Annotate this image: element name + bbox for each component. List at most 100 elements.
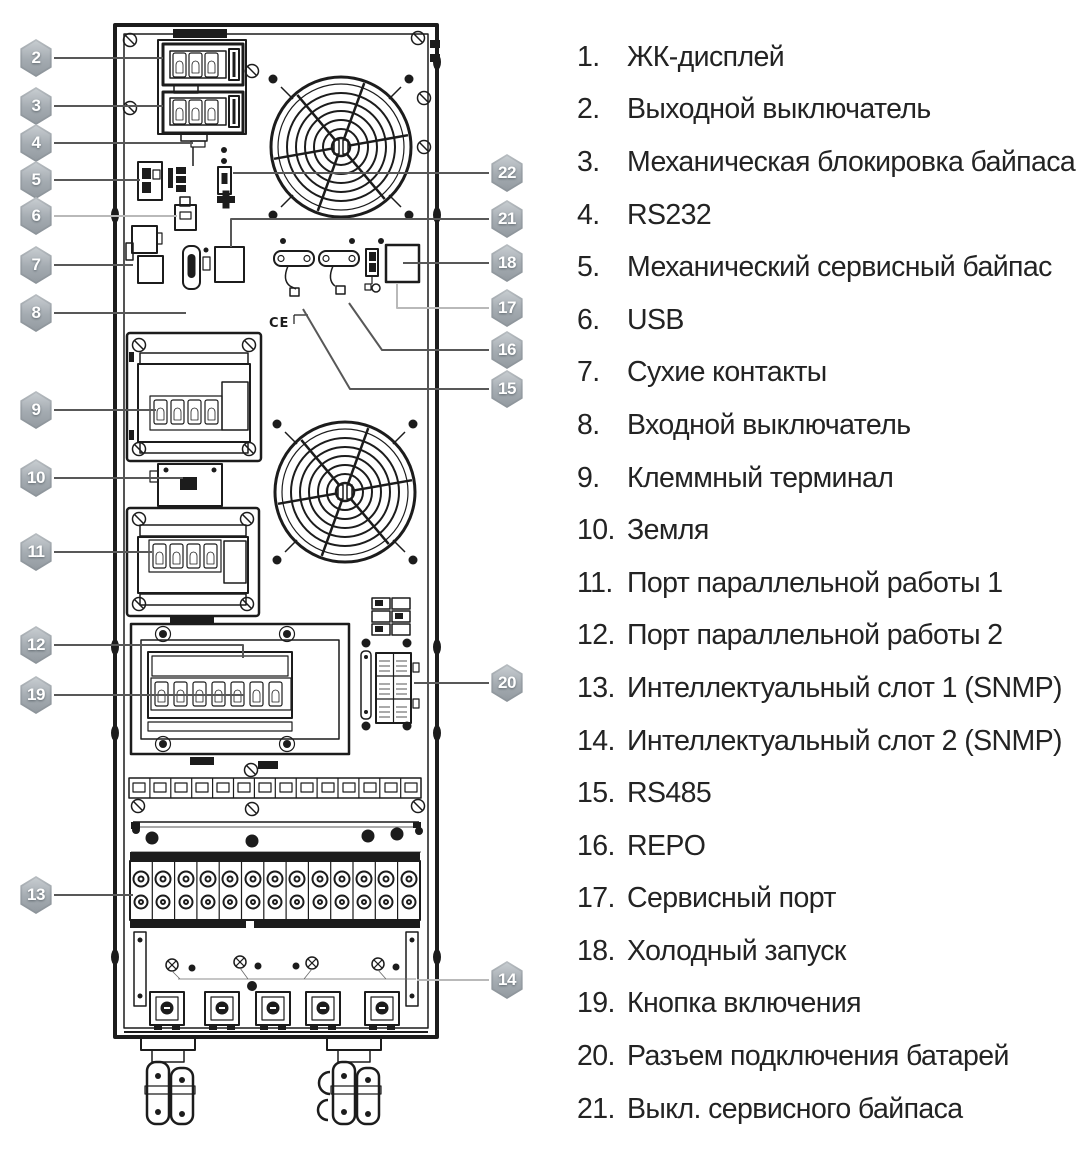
legend-item-label: Порт параллельной работы 1 [627, 566, 1003, 599]
callout-number: 16 [498, 340, 516, 359]
io-cluster: CE [125, 147, 421, 331]
legend-item-number: 21. [577, 1092, 615, 1125]
legend-item-number: 12. [577, 619, 615, 652]
legend-item-label: ЖК-дисплей [627, 40, 785, 73]
legend-item: 11. Порт параллельной работы 1 [577, 557, 1092, 610]
legend-item-label: Механическая блокировка байпаса [627, 145, 1076, 178]
callout-number: 9 [31, 400, 41, 419]
callout-number: 2 [31, 48, 41, 67]
input-breaker-connector [182, 245, 211, 290]
callout-number: 6 [31, 206, 41, 225]
callout-number: 22 [498, 163, 516, 182]
legend-item-number: 15. [577, 777, 615, 810]
legend-item: 12. Порт параллельной работы 2 [577, 610, 1092, 663]
caster-wheel-right [316, 1037, 382, 1126]
legend-item: 6. USB [577, 294, 1092, 347]
callout-number: 12 [27, 635, 45, 654]
legend-item-label: Сервисный порт [627, 882, 836, 915]
legend-item: 9. Клеммный терминал [577, 452, 1092, 505]
legend-item-number: 2. [577, 93, 600, 126]
legend-item: 14. Интеллектуальный слот 2 (SNMP) [577, 715, 1092, 768]
legend-item: 8. Входной выключатель [577, 399, 1092, 452]
legend-item: 16. REPO [577, 820, 1092, 873]
callout-badge-8: 8 [20, 294, 52, 332]
mechanical-service-bypass [137, 161, 163, 201]
output-breaker-and-bypass-lock [157, 39, 247, 166]
legend-item-number: 7. [577, 356, 600, 389]
legend-item-number: 5. [577, 251, 600, 284]
legend-item-number: 11. [577, 566, 613, 599]
legend-item-number: 9. [577, 461, 600, 494]
legend-list: 1. ЖК-дисплей 2. Выходной выключатель 3.… [577, 31, 1092, 1135]
legend-item-label: RS485 [627, 777, 712, 810]
legend-item: 4. RS232 [577, 189, 1092, 242]
legend-item: 20. Разъем подключения батарей [577, 1030, 1092, 1083]
legend-item-number: 13. [577, 671, 615, 704]
callout-number: 14 [498, 970, 516, 989]
legend-item: 13. Интеллектуальный слот 1 (SNMP) [577, 662, 1092, 715]
legend-item-label: Порт параллельной работы 2 [627, 619, 1003, 652]
legend-item-number: 14. [577, 724, 615, 757]
legend-item-number: 18. [577, 934, 615, 967]
legend-item-label: Кнопка включения [627, 987, 862, 1020]
legend-item-label: Интеллектуальный слот 1 (SNMP) [627, 671, 1063, 704]
legend-item-number: 1. [577, 40, 600, 73]
legend-item-number: 16. [577, 829, 615, 862]
terminal-block-9 [125, 331, 263, 463]
parallel-block-11 [125, 506, 261, 623]
legend-item-number: 10. [577, 514, 615, 547]
legend-item-label: USB [627, 303, 684, 336]
parallel-port-1 [273, 250, 315, 297]
bottom-panel [124, 931, 428, 1033]
ground-terminal [149, 463, 223, 507]
legend-item-label: RS232 [627, 198, 712, 231]
legend-item-number: 8. [577, 408, 600, 441]
cable-glands [149, 991, 400, 1030]
legend-item: 5. Механический сервисный байпас [577, 241, 1092, 294]
callout-number: 21 [498, 209, 516, 228]
legend-item-label: Земля [627, 514, 709, 547]
callout-number: 4 [31, 133, 41, 152]
legend-item: 18. Холодный запуск [577, 925, 1092, 978]
rs232-port [168, 167, 186, 192]
terminal-strip-small [128, 777, 426, 817]
legend-item-label: Механический сервисный байпас [627, 251, 1052, 284]
callout-number: 8 [31, 303, 41, 322]
legend-item: 10. Земля [577, 504, 1092, 557]
legend-item-number: 20. [577, 1040, 615, 1073]
usb-port [174, 196, 197, 231]
callout-number: 15 [498, 379, 516, 398]
callout-badge-9: 9 [20, 391, 52, 429]
callout-number: 3 [31, 96, 41, 115]
callout-number: 10 [27, 468, 45, 487]
legend-item: 7. Сухие контакты [577, 347, 1092, 400]
legend-item-number: 4. [577, 198, 600, 231]
legend-item-number: 6. [577, 303, 600, 336]
legend-item-number: 3. [577, 145, 600, 178]
service-bypass-switch-box [214, 246, 245, 283]
leader-line-16 [348, 302, 489, 351]
fan-grille-top [267, 73, 415, 221]
callout-badge-3: 3 [20, 87, 52, 125]
ups-rear-panel-diagram: CE [54, 23, 489, 1126]
ce-mark-label: CE [269, 316, 289, 331]
legend-item-label: Выходной выключатель [627, 93, 931, 126]
callout-badge-17: 17 [491, 289, 523, 327]
legend-item-label: Интеллектуальный слот 2 (SNMP) [627, 724, 1063, 757]
legend-item-number: 17. [577, 882, 615, 915]
legend-item-label: Входной выключатель [627, 408, 911, 441]
legend-item: 21. Выкл. сервисного байпаса [577, 1083, 1092, 1136]
caster-wheel-left [140, 1037, 196, 1126]
mid-bar [131, 821, 423, 853]
callout-number: 20 [498, 673, 516, 692]
legend-item-label: Разъем подключения батарей [627, 1040, 1009, 1073]
legend-item: 1. ЖК-дисплей [577, 31, 1092, 84]
service-port [364, 248, 381, 293]
legend-item: 17. Сервисный порт [577, 873, 1092, 926]
legend-item-label: Холодный запуск [627, 934, 846, 967]
legend-item-label: Клеммный терминал [627, 461, 894, 494]
legend-item: 2. Выходной выключатель [577, 84, 1092, 137]
legend-item-label: Выкл. сервисного байпаса [627, 1092, 963, 1125]
power-switch-panel [129, 622, 351, 778]
callout-number: 5 [31, 170, 41, 189]
